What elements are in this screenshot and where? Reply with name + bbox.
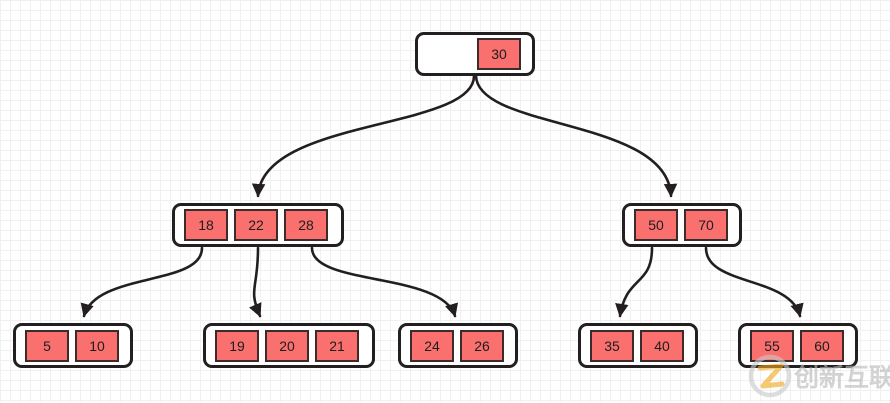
key-cell[interactable]: 20: [265, 329, 309, 362]
key-cell[interactable]: 26: [460, 329, 504, 362]
node-slot-empty: [427, 38, 471, 70]
internal-node-left[interactable]: 18 22 28: [172, 203, 344, 247]
key-cell[interactable]: 18: [184, 209, 228, 241]
edge-internal-left-to-leaf-3: [310, 246, 458, 318]
key-cell[interactable]: 22: [234, 209, 278, 241]
key-cell[interactable]: 19: [215, 329, 259, 362]
key-cell[interactable]: 40: [640, 329, 684, 362]
leaf-node-5[interactable]: 55 60: [738, 323, 858, 368]
edge-root-to-internal-left: [251, 74, 476, 198]
key-cell[interactable]: 21: [315, 329, 359, 362]
leaf-node-3[interactable]: 24 26: [398, 323, 518, 368]
edge-internal-left-to-leaf-1: [80, 246, 204, 318]
key-cell[interactable]: 30: [477, 38, 521, 70]
key-cell[interactable]: 5: [25, 329, 69, 362]
key-cell[interactable]: 35: [590, 329, 634, 362]
root-node[interactable]: 30: [415, 32, 535, 76]
key-cell[interactable]: 60: [800, 329, 844, 362]
edge-root-to-internal-right: [474, 74, 678, 198]
internal-node-right[interactable]: 50 70: [622, 203, 742, 247]
edge-internal-right-to-leaf-4: [615, 246, 654, 318]
key-cell[interactable]: 28: [284, 209, 328, 241]
key-cell[interactable]: 24: [410, 329, 454, 362]
key-cell[interactable]: 10: [75, 329, 119, 362]
leaf-node-1[interactable]: 5 10: [13, 323, 133, 368]
leaf-node-4[interactable]: 35 40: [578, 323, 698, 368]
key-cell[interactable]: 55: [750, 329, 794, 362]
edge-internal-left-to-leaf-2: [248, 246, 262, 318]
leaf-node-2[interactable]: 19 20 21: [203, 323, 375, 368]
key-cell[interactable]: 70: [684, 209, 728, 241]
edge-internal-right-to-leaf-5: [704, 246, 804, 318]
key-cell[interactable]: 50: [634, 209, 678, 241]
